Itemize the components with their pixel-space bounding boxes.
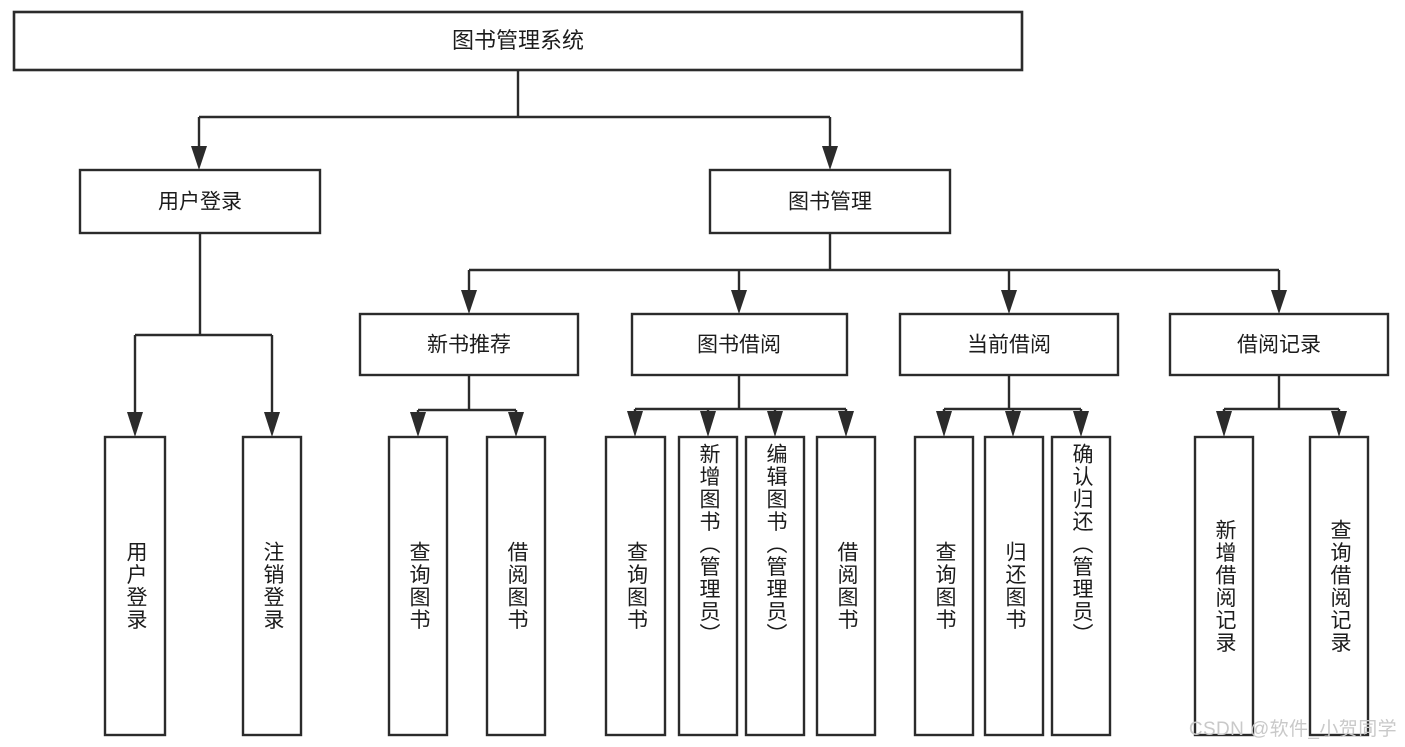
arrow-head-icon bbox=[731, 290, 747, 314]
arrow-head-icon bbox=[1005, 411, 1021, 437]
node-current-borrow-box[interactable] bbox=[898, 312, 1120, 377]
node-user-login[interactable]: 用户登录 bbox=[78, 168, 322, 235]
leaf-box-borrow-book-rec[interactable] bbox=[485, 435, 547, 737]
connector-current-borrow-to-leaves bbox=[936, 375, 1089, 437]
connector-book-borrow-to-leaves bbox=[627, 375, 854, 437]
node-book-management-label: 图书管理 bbox=[788, 191, 872, 214]
leaf-box-confirm-return-admin[interactable] bbox=[1050, 435, 1112, 737]
node-root-label: 图书管理系统 bbox=[452, 28, 584, 53]
node-book-management[interactable]: 图书管理 bbox=[708, 168, 952, 235]
leaf-box-query-borrow-record[interactable] bbox=[1308, 435, 1370, 737]
arrow-head-icon bbox=[410, 412, 426, 437]
leaf-box-user-login[interactable] bbox=[103, 435, 167, 737]
leaf-box-query-book-rec[interactable] bbox=[387, 435, 449, 737]
node-current-borrow-label: 当前借阅 bbox=[967, 334, 1051, 357]
leaf-box-add-borrow-record[interactable] bbox=[1193, 435, 1255, 737]
leaf-box-return-book[interactable] bbox=[983, 435, 1045, 737]
node-borrow-record[interactable]: 借阅记录 bbox=[1168, 312, 1390, 377]
leaf-box-add-book-admin[interactable] bbox=[677, 435, 739, 737]
leaf-boxes bbox=[103, 435, 1370, 737]
leaf-box-borrow-book[interactable] bbox=[815, 435, 877, 737]
arrow-head-icon bbox=[508, 412, 524, 437]
arrow-head-icon bbox=[127, 412, 143, 437]
node-book-borrow[interactable]: 图书借阅 bbox=[630, 312, 849, 377]
leaf-box-edit-book-admin[interactable] bbox=[744, 435, 806, 737]
arrow-head-icon bbox=[1271, 290, 1287, 314]
arrow-head-icon bbox=[1331, 411, 1347, 437]
arrow-head-icon bbox=[700, 411, 716, 437]
arrow-head-icon bbox=[822, 146, 838, 170]
node-new-book-recommendation-box[interactable] bbox=[358, 312, 580, 377]
arrow-head-icon bbox=[1216, 411, 1232, 437]
leaf-box-query-book-borrow[interactable] bbox=[604, 435, 667, 737]
node-user-login-box[interactable] bbox=[78, 168, 322, 235]
connector-book-management-to-level2 bbox=[461, 233, 1287, 314]
node-root[interactable]: 图书管理系统 bbox=[12, 10, 1024, 72]
node-user-login-label: 用户登录 bbox=[158, 191, 242, 214]
node-book-borrow-label: 图书借阅 bbox=[697, 334, 781, 357]
node-root-box[interactable] bbox=[12, 10, 1024, 72]
arrow-head-icon bbox=[264, 412, 280, 437]
connector-root-to-level1 bbox=[191, 70, 838, 170]
arrow-head-icon bbox=[461, 290, 477, 314]
arrow-head-icon bbox=[627, 411, 643, 437]
arrow-head-icon bbox=[191, 146, 207, 170]
node-current-borrow[interactable]: 当前借阅 bbox=[898, 312, 1120, 377]
arrow-head-icon bbox=[1073, 411, 1089, 437]
node-new-book-recommendation[interactable]: 新书推荐 bbox=[358, 312, 580, 377]
arrow-head-icon bbox=[838, 411, 854, 437]
connector-new-book-recommendation-to-leaves bbox=[410, 375, 524, 437]
leaf-box-logout[interactable] bbox=[241, 435, 303, 737]
leaf-box-query-book-current[interactable] bbox=[913, 435, 975, 737]
arrow-head-icon bbox=[767, 411, 783, 437]
connector-borrow-record-to-leaves bbox=[1216, 375, 1347, 437]
node-borrow-record-label: 借阅记录 bbox=[1237, 334, 1321, 357]
arrow-head-icon bbox=[936, 411, 952, 437]
connector-user-login-to-leaves bbox=[127, 233, 280, 437]
arrow-head-icon bbox=[1001, 290, 1017, 314]
csdn-watermark: CSDN @软件_小贺同学 bbox=[1188, 719, 1397, 740]
node-new-book-recommendation-label: 新书推荐 bbox=[427, 334, 511, 357]
